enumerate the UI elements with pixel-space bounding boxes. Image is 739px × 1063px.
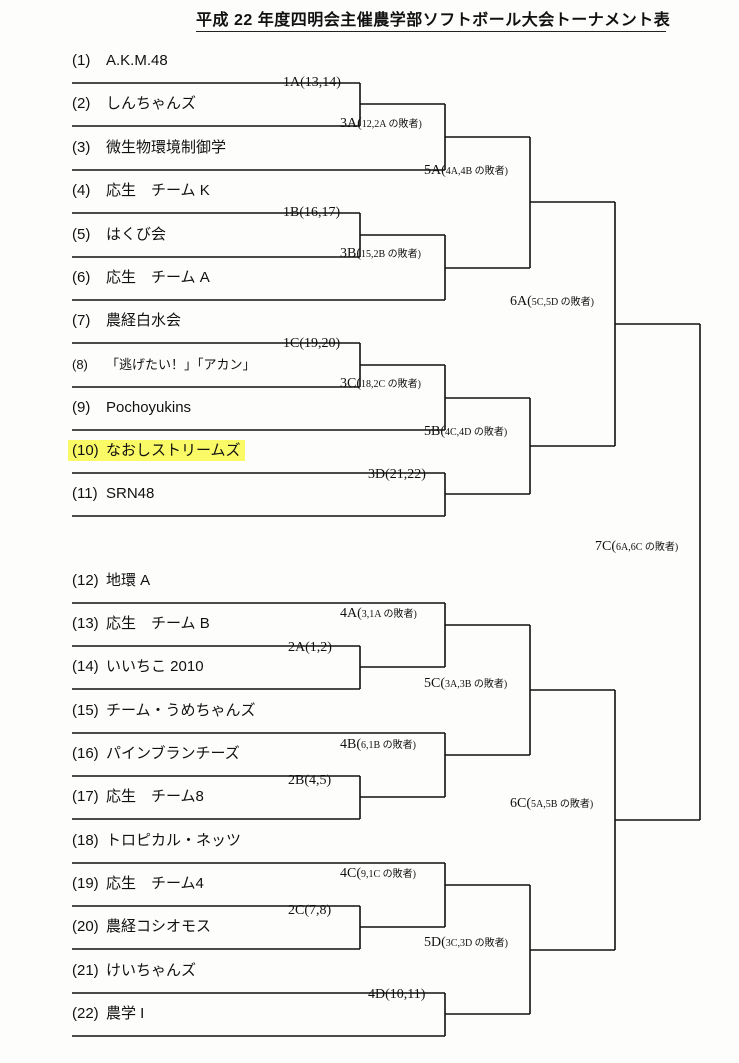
match-label-5D: 5D(3C,3D の敗者) <box>424 935 509 950</box>
team-row: (5) はくび会 <box>72 224 272 246</box>
team-row: (21) けいちゃんズ <box>72 960 272 982</box>
team-number: (4) <box>72 182 91 199</box>
team-row: (15) チーム・うめちゃんズ <box>72 700 272 722</box>
team-row-highlighted: (10) なおしストリームズ <box>68 440 272 462</box>
team-name: 応生 チーム4 <box>106 875 204 892</box>
team-row: (8) 「逃げたい！」「アカン」 <box>72 354 272 376</box>
team-name: 応生 チーム B <box>106 615 210 632</box>
match-label-6C: 6C(5A,5B の敗者) <box>510 796 594 811</box>
team-number: (6) <box>72 269 91 286</box>
team-number: (12) <box>72 572 99 589</box>
team-name: 「逃げたい！」「アカン」 <box>106 357 256 372</box>
team-row: (4) 応生 チーム K <box>72 180 272 202</box>
team-row: (20) 農経コシオモス <box>72 916 272 938</box>
match-label-2B: 2B(4,5) <box>288 773 332 788</box>
team-name: SRN48 <box>106 485 155 502</box>
match-label-3D: 3D(21,22) <box>368 467 426 482</box>
team-name: いいちこ 2010 <box>106 658 204 675</box>
team-name: 地環 A <box>106 572 151 589</box>
team-number: (19) <box>72 875 99 892</box>
team-row: (16) パインブランチーズ <box>72 743 272 765</box>
team-name: A.K.M.48 <box>106 52 168 69</box>
team-number: (9) <box>72 399 91 416</box>
team-row: (2) しんちゃんズ <box>72 93 272 115</box>
team-name: しんちゃんズ <box>106 95 197 112</box>
team-name: 応生 チーム8 <box>106 788 204 805</box>
team-number: (8) <box>72 357 88 372</box>
team-number: (1) <box>72 52 91 69</box>
match-label-3B: 3B(15,2B の敗者) <box>340 246 421 261</box>
team-row: (1) A.K.M.48 <box>72 50 272 72</box>
team-name: 応生 チーム K <box>106 182 210 199</box>
team-name: 農経白水会 <box>106 312 182 329</box>
team-number: (7) <box>72 312 91 329</box>
match-label-5B: 5B(4C,4D の敗者) <box>424 424 508 439</box>
team-number: (17) <box>72 788 99 805</box>
match-label-6A: 6A(5C,5D の敗者) <box>510 294 595 309</box>
highlight-marker: (10) なおしストリームズ <box>68 440 245 461</box>
match-label-7C: 7C(6A,6C の敗者) <box>595 539 679 554</box>
match-label-1A: 1A(13,14) <box>283 75 341 90</box>
team-row: (3) 微生物環境制御学 <box>72 137 272 159</box>
team-name: 応生 チーム A <box>106 269 210 286</box>
match-label-1B: 1B(16,17) <box>283 205 341 220</box>
team-name: トロピカル・ネッツ <box>106 832 242 849</box>
team-name: Pochoyukins <box>106 399 192 416</box>
match-label-5C: 5C(3A,3B の敗者) <box>424 676 508 691</box>
team-row: (19) 応生 チーム4 <box>72 873 272 895</box>
team-number: (11) <box>72 485 98 502</box>
team-row: (13) 応生 チーム B <box>72 613 272 635</box>
team-row: (18) トロピカル・ネッツ <box>72 830 272 852</box>
match-label-5A: 5A(4A,4B の敗者) <box>424 163 509 178</box>
team-name: 農経コシオモス <box>106 918 212 935</box>
team-number: (15) <box>72 702 99 719</box>
match-label-3C: 3C(18,2C の敗者) <box>340 376 421 391</box>
page-title: 平成 22 年度四明会主催農学部ソフトボール大会トーナメント表 <box>196 6 670 32</box>
team-row: (7) 農経白水会 <box>72 310 272 332</box>
team-number: (13) <box>72 615 99 632</box>
team-number: (22) <box>72 1005 99 1022</box>
team-number: (5) <box>72 226 91 243</box>
match-label-2A: 2A(1,2) <box>288 640 332 655</box>
team-number: (2) <box>72 95 91 112</box>
team-name: パインブランチーズ <box>106 745 240 762</box>
team-row: (14) いいちこ 2010 <box>72 656 272 678</box>
match-label-2C: 2C(7,8) <box>288 903 332 918</box>
team-number: (16) <box>72 745 99 762</box>
match-label-4D: 4D(10,11) <box>368 987 426 1002</box>
team-number: (10) <box>72 442 99 459</box>
team-row: (11) SRN48 <box>72 483 272 505</box>
team-number: (21) <box>72 962 99 979</box>
team-name: なおしストリームズ <box>106 442 241 459</box>
team-row: (9) Pochoyukins <box>72 397 272 419</box>
team-name: けいちゃんズ <box>106 962 197 979</box>
match-label-4A: 4A(3,1A の敗者) <box>340 606 417 621</box>
team-number: (14) <box>72 658 99 675</box>
team-name: 農学 I <box>106 1005 145 1022</box>
match-label-3A: 3A(12,2A の敗者) <box>340 116 422 131</box>
team-name: 微生物環境制御学 <box>106 139 227 156</box>
team-lines <box>72 82 445 1037</box>
team-name: チーム・うめちゃんズ <box>106 702 256 719</box>
match-label-4C: 4C(9,1C の敗者) <box>340 866 416 881</box>
match-label-1C: 1C(19,20) <box>283 336 341 351</box>
team-row: (22) 農学 I <box>72 1003 272 1025</box>
team-number: (18) <box>72 832 99 849</box>
team-number: (20) <box>72 918 99 935</box>
match-label-4B: 4B(6,1B の敗者) <box>340 737 416 752</box>
team-name: はくび会 <box>106 226 167 243</box>
team-number: (3) <box>72 139 91 156</box>
team-row: (6) 応生 チーム A <box>72 267 272 289</box>
team-row: (17) 応生 チーム8 <box>72 786 272 808</box>
team-row: (12) 地環 A <box>72 570 272 592</box>
